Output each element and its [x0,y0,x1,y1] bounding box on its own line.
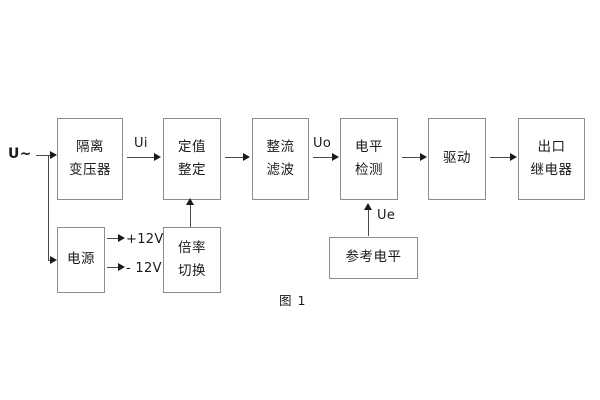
signal-label-source: U~ [8,146,32,162]
block-power-supply[interactable]: 电源 [57,227,105,293]
arrowhead-right-icon [50,150,57,159]
block-label-line2: 整定 [178,162,206,178]
arrowhead-right-icon [420,152,427,161]
arrowhead-right-icon [118,262,125,271]
signal-label-negative-rail: - 12V [126,261,162,276]
connector-rectifier-to-leveldetect [313,157,333,158]
block-isolation-transformer[interactable]: 隔离 变压器 [57,118,123,200]
connector-source-stub [36,155,49,156]
block-label-line2: 继电器 [530,162,573,178]
signal-label-positive-rail: +12V [126,232,164,247]
block-label-line2: 变压器 [69,162,111,178]
block-label-line1: 整流 [266,138,295,155]
signal-label-ue: Ue [377,208,396,223]
arrowhead-up-icon [186,198,194,205]
connector-isolation-to-setting [127,157,156,158]
arrowhead-up-icon [364,203,372,210]
signal-label-uo: Uo [313,136,332,151]
connector-leveldetect-to-driver [402,157,421,158]
block-label-line2: 检测 [355,162,383,178]
block-output-relay[interactable]: 出口 继电器 [518,118,585,200]
connector-multiplier-to-setting [190,203,191,227]
arrowhead-right-icon [118,233,125,242]
arrowhead-right-icon [243,152,250,161]
connector-setting-to-rectifier [225,157,244,158]
block-label-line1: 出口 [537,138,566,155]
block-rectifier-filter[interactable]: 整流 滤波 [252,118,309,200]
block-label-line1: 电源 [67,251,95,268]
block-label-line2: 切换 [178,263,206,279]
block-multiplier-switch[interactable]: 倍率 切换 [163,227,221,293]
block-label-line1: 驱动 [443,150,471,167]
block-label-line1: 定值 [178,138,206,155]
figure-caption: 图 1 [279,293,307,308]
block-value-setting[interactable]: 定值 整定 [163,118,221,200]
block-reference-level[interactable]: 参考电平 [329,237,418,279]
arrowhead-right-icon [510,152,517,161]
block-label-line1: 隔离 [76,138,104,155]
block-label-line1: 参考电平 [345,249,402,266]
block-label-line1: 电平 [355,138,383,155]
connector-source-bus [48,155,49,261]
block-label-line2: 滤波 [266,162,295,178]
block-driver[interactable]: 驱动 [428,118,486,200]
connector-power-positive-rail [107,238,120,239]
arrowhead-right-icon [154,152,161,161]
signal-label-ui: Ui [134,136,148,151]
connector-reference-to-leveldetect [368,208,369,236]
connector-driver-to-outputrelay [490,157,511,158]
block-label-line1: 倍率 [178,239,206,256]
arrowhead-right-icon [332,152,339,161]
connector-power-negative-rail [107,267,120,268]
block-level-detection[interactable]: 电平 检测 [340,118,398,200]
arrowhead-right-icon [50,255,57,264]
